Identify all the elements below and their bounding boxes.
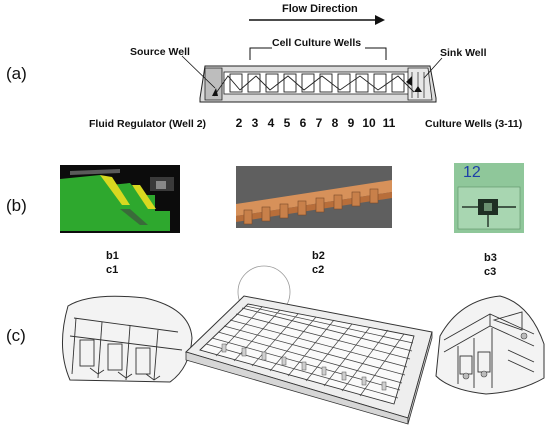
caption-b2: b2 — [312, 250, 325, 262]
panel-a-label: (a) — [6, 64, 27, 83]
sink-well-leader — [423, 57, 443, 79]
well-number: 11 — [382, 116, 396, 130]
cell-culture-wells-label: Cell Culture Wells — [272, 37, 362, 49]
caption-c2: c2 — [312, 264, 325, 276]
caption-b1: b1 — [106, 250, 119, 262]
caption-c1: c1 — [106, 264, 119, 276]
c1-detail-drawing — [61, 295, 193, 383]
well-number: 5 — [283, 116, 291, 130]
well-number: 7 — [315, 116, 323, 130]
b3-render — [454, 163, 524, 233]
well-number: 10 — [362, 116, 376, 130]
b1-render — [60, 165, 180, 233]
flow-direction-label: Flow Direction — [282, 3, 358, 15]
cell-culture-wells-bracket — [249, 47, 387, 60]
well-number: 3 — [251, 116, 259, 130]
c3-detail-drawing — [435, 295, 545, 395]
culture-wells-range-label: Culture Wells (3-11) — [425, 118, 523, 130]
well-number-row: 2 3 4 5 6 7 8 9 10 11 — [231, 116, 399, 130]
well-number: 8 — [331, 116, 339, 130]
well-number: 9 — [347, 116, 355, 130]
source-well-label: Source Well — [130, 46, 190, 58]
well-number: 6 — [299, 116, 307, 130]
source-well-leader — [181, 55, 216, 89]
b3-well-number: 12 — [463, 164, 481, 181]
well-number: 2 — [235, 116, 243, 130]
flow-direction-arrow — [249, 15, 385, 25]
fluid-regulator-label: Fluid Regulator (Well 2) — [89, 118, 207, 130]
caption-c3: c3 — [484, 266, 497, 278]
b2-render — [236, 166, 392, 228]
caption-b3: b3 — [484, 252, 497, 264]
panel-c-label: (c) — [6, 326, 26, 345]
sink-well-label: Sink Well — [440, 47, 487, 59]
panel-b-label: (b) — [6, 196, 27, 215]
c2-plate-drawing — [185, 265, 433, 425]
well-number: 4 — [267, 116, 275, 130]
